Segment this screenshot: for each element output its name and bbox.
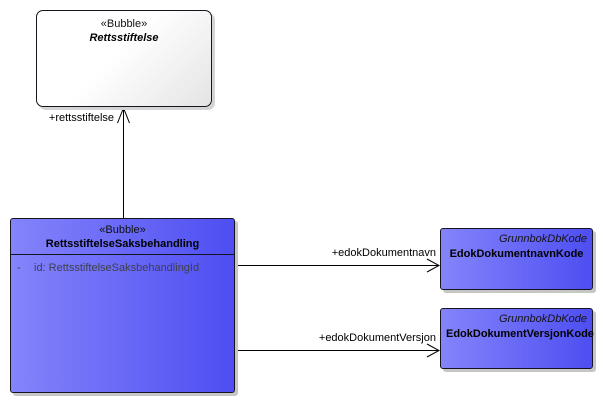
stereotype-label: «Bubble»: [100, 18, 148, 30]
class-name: RettsstiftelseSaksbehandling: [45, 238, 200, 250]
edge-label-edokdokumentnavn: +edokDokumentnavn: [331, 247, 436, 259]
open-arrowhead-right-icon: [426, 258, 441, 273]
edge-label-rettsstiftelse: +rettsstiftelse: [48, 112, 114, 124]
class-name: EdokDokumentnavnKode: [449, 248, 584, 260]
connector-edokdokumentnavn[interactable]: [235, 258, 441, 273]
class-name: EdokDokumentVersjonKode: [446, 328, 594, 340]
stereotype-label: GrunnbokDbKode: [498, 233, 587, 245]
class-name: Rettsstiftelse: [89, 32, 159, 44]
attribute-visibility: -: [17, 262, 21, 274]
class-node-edokdokumentversjonkode[interactable]: GrunnbokDbKode EdokDokumentVersjonKode: [440, 308, 594, 369]
class-node-rettsstiftelse[interactable]: «Bubble» Rettsstiftelse: [36, 10, 212, 107]
open-arrowhead-right-icon: [426, 343, 441, 358]
class-header: «Bubble» RettsstiftelseSaksbehandling: [11, 219, 234, 255]
open-arrowhead-up-icon: [117, 106, 130, 124]
class-node-rettsstiftelsesaksbehandling[interactable]: «Bubble» RettsstiftelseSaksbehandling - …: [10, 218, 235, 393]
connector-rettsstiftelse[interactable]: [117, 106, 130, 218]
edge-label-edokdokumentversjon: +edokDokumentVersjon: [318, 332, 436, 344]
attribute-row[interactable]: - id: RettsstiftelseSaksbehandlingId: [11, 255, 234, 275]
attribute-text: id: RettsstiftelseSaksbehandlingId: [34, 262, 200, 274]
connector-edokdokumentversjon[interactable]: [235, 343, 441, 358]
stereotype-label: GrunnbokDbKode: [498, 313, 587, 325]
stereotype-label: «Bubble»: [99, 224, 146, 236]
class-node-edokdokumentnavnkode[interactable]: GrunnbokDbKode EdokDokumentnavnKode: [440, 228, 593, 290]
